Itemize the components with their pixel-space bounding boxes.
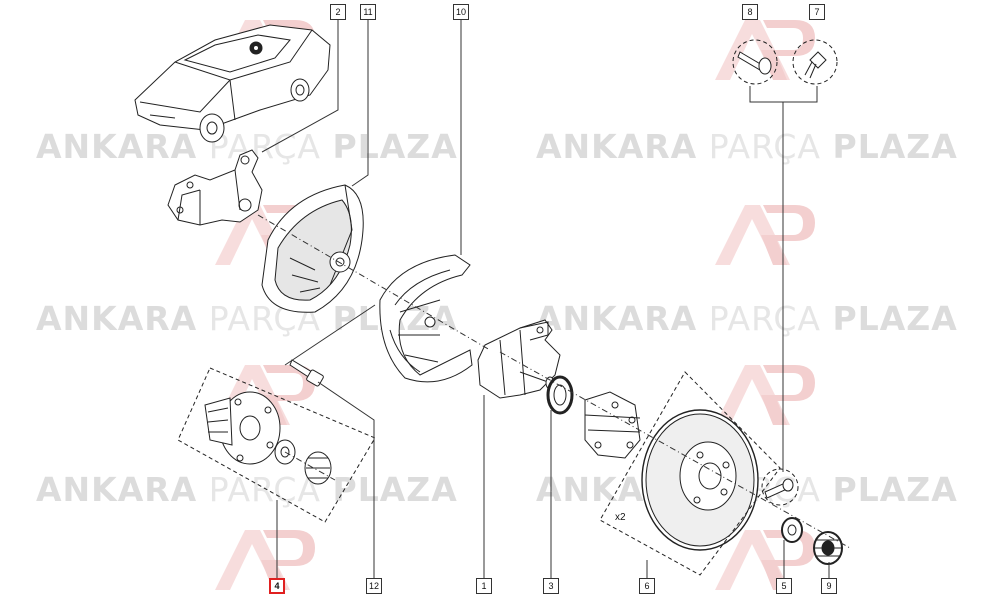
leader-lines	[261, 20, 830, 578]
callout-2: 2	[330, 4, 346, 20]
brake-backing-plate	[261, 184, 364, 313]
brake-disc	[641, 409, 759, 551]
callout-5: 5	[776, 578, 792, 594]
callout-8: 8	[742, 4, 758, 20]
callout-1: 1	[476, 578, 492, 594]
hub-nut	[781, 517, 803, 543]
seal-ring	[546, 375, 574, 415]
callout-6: 6	[639, 578, 655, 594]
hub-carrier	[477, 319, 561, 399]
quantity-note: x2	[615, 512, 626, 523]
watermark-row-1-left: ANKARA PARÇA PLAZA	[36, 127, 458, 166]
bolt	[289, 359, 324, 387]
watermark-row-3-left: ANKARA PARÇA PLAZA	[36, 470, 458, 509]
callout-3: 3	[543, 578, 559, 594]
watermark-row-1-right: ANKARA PARÇA PLAZA	[536, 127, 958, 166]
callout-4: 4	[269, 578, 285, 594]
callout-11: 11	[360, 4, 376, 20]
screw-7	[792, 39, 838, 85]
disc-screw	[764, 478, 794, 499]
callout-12: 12	[366, 578, 382, 594]
assembly-axis-lines	[257, 214, 851, 549]
disc-splash-shield	[379, 254, 473, 383]
car-illustration	[134, 24, 331, 143]
assembly-group-outlines	[177, 367, 781, 576]
watermark-row-2-right: ANKARA PARÇA PLAZA	[536, 299, 958, 338]
screw-5-callout-circle	[761, 468, 799, 506]
callout-10: 10	[453, 4, 469, 20]
screw-8	[732, 39, 778, 85]
callout-9: 9	[821, 578, 837, 594]
bearing-hub	[584, 391, 641, 459]
callout-7: 7	[809, 4, 825, 20]
wheel-bearing	[813, 531, 843, 565]
steering-knuckle	[167, 149, 263, 226]
wheel-hub-assembly	[204, 391, 332, 485]
